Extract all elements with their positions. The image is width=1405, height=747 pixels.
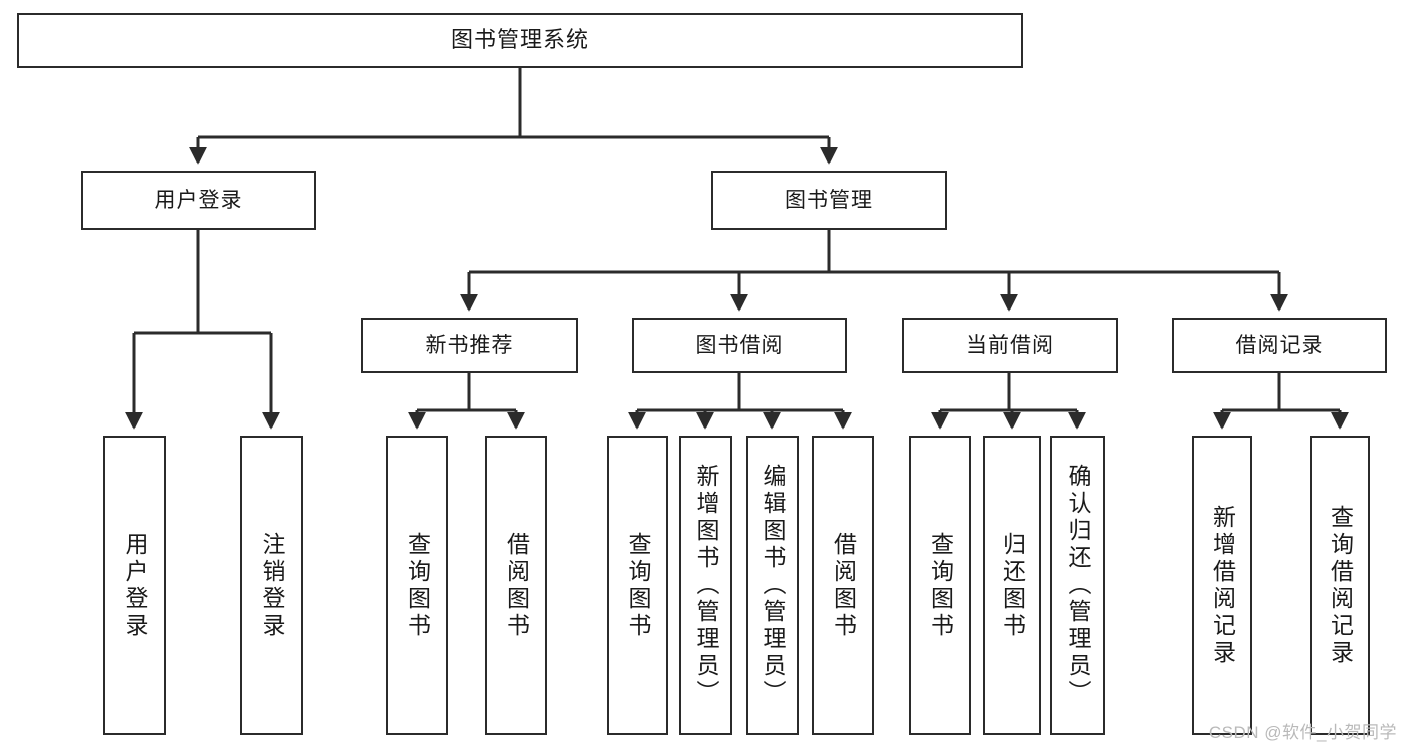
node-current-borrow[interactable]: 当前借阅 xyxy=(902,318,1118,373)
node-leaf-edit-book-label: 编辑图书（管理员） xyxy=(760,464,786,707)
node-leaf-add-record-label: 新增借阅记录 xyxy=(1209,504,1236,667)
node-book-borrow-label: 图书借阅 xyxy=(695,333,784,357)
node-leaf-borrow-book-1[interactable]: 借阅图书 xyxy=(485,436,547,735)
node-leaf-add-record[interactable]: 新增借阅记录 xyxy=(1192,436,1252,735)
node-leaf-query-book-2[interactable]: 查询图书 xyxy=(607,436,668,735)
node-leaf-borrow-book-2[interactable]: 借阅图书 xyxy=(812,436,874,735)
node-leaf-user-login[interactable]: 用户登录 xyxy=(103,436,166,735)
node-user-login[interactable]: 用户登录 xyxy=(81,171,316,230)
node-leaf-query-record[interactable]: 查询借阅记录 xyxy=(1310,436,1370,735)
node-root[interactable]: 图书管理系统 xyxy=(17,13,1023,68)
node-leaf-user-logout-label: 注销登录 xyxy=(259,531,285,640)
node-user-login-label: 用户登录 xyxy=(154,188,243,212)
node-borrow-record[interactable]: 借阅记录 xyxy=(1172,318,1387,373)
node-borrow-record-label: 借阅记录 xyxy=(1235,333,1324,357)
node-leaf-edit-book[interactable]: 编辑图书（管理员） xyxy=(746,436,799,735)
node-leaf-user-logout[interactable]: 注销登录 xyxy=(240,436,303,735)
node-book-manage[interactable]: 图书管理 xyxy=(711,171,947,230)
node-leaf-query-book-3-label: 查询图书 xyxy=(927,531,954,640)
node-leaf-borrow-book-1-label: 借阅图书 xyxy=(503,531,530,640)
node-book-borrow[interactable]: 图书借阅 xyxy=(632,318,847,373)
node-leaf-query-record-label: 查询借阅记录 xyxy=(1327,504,1354,667)
node-leaf-borrow-book-2-label: 借阅图书 xyxy=(830,531,857,640)
node-leaf-add-book-label: 新增图书（管理员） xyxy=(693,464,719,707)
node-current-borrow-label: 当前借阅 xyxy=(966,333,1054,357)
watermark-text: CSDN @软件_小贺同学 xyxy=(1208,723,1397,742)
node-leaf-user-login-label: 用户登录 xyxy=(122,531,148,640)
node-leaf-query-book-1[interactable]: 查询图书 xyxy=(386,436,448,735)
node-new-book-recommend-label: 新书推荐 xyxy=(425,333,514,357)
node-leaf-return-book[interactable]: 归还图书 xyxy=(983,436,1041,735)
node-leaf-add-book[interactable]: 新增图书（管理员） xyxy=(679,436,732,735)
node-root-label: 图书管理系统 xyxy=(450,27,589,53)
node-leaf-query-book-1-label: 查询图书 xyxy=(404,531,431,640)
node-leaf-confirm-return-label: 确认归还（管理员） xyxy=(1065,464,1091,707)
node-leaf-confirm-return[interactable]: 确认归还（管理员） xyxy=(1050,436,1105,735)
node-new-book-recommend[interactable]: 新书推荐 xyxy=(361,318,578,373)
node-book-manage-label: 图书管理 xyxy=(785,188,873,212)
node-leaf-query-book-3[interactable]: 查询图书 xyxy=(909,436,971,735)
node-leaf-query-book-2-label: 查询图书 xyxy=(625,531,651,640)
node-leaf-return-book-label: 归还图书 xyxy=(999,531,1026,640)
